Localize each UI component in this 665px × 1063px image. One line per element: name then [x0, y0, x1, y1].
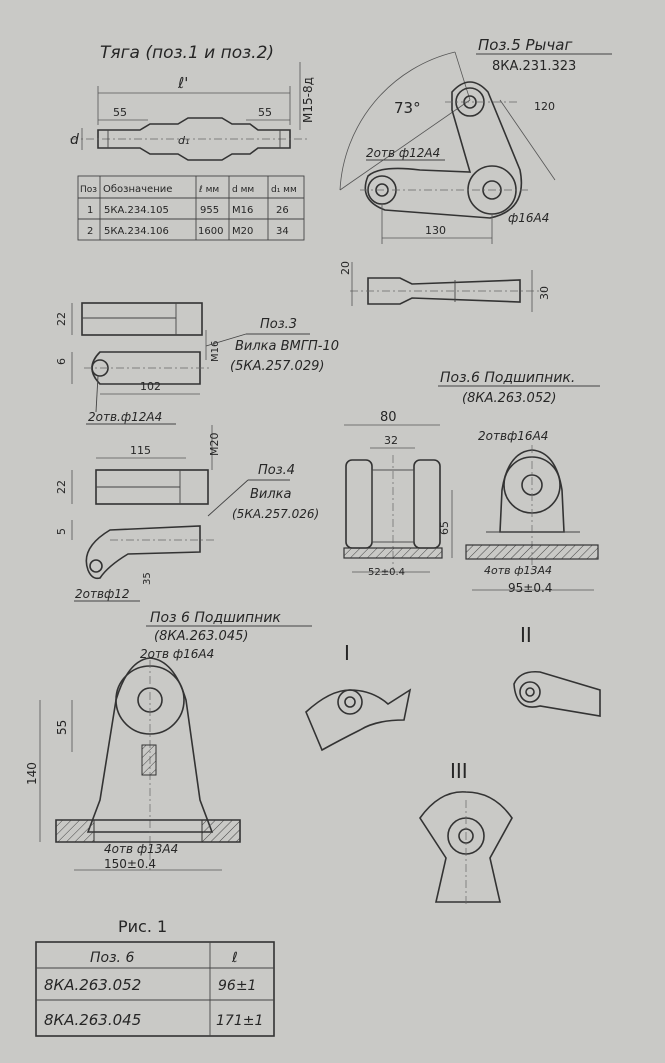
rod-table-header-l: ℓ мм	[198, 185, 219, 195]
fork3-title: Поз.3	[260, 317, 297, 332]
fork4-holes-label: 2отвф12	[75, 587, 130, 601]
fork4-dim-115: 115	[130, 444, 151, 457]
bearing2-dim-55: 55	[55, 720, 69, 735]
fork4-dim-5: 5	[55, 528, 68, 535]
fork4-code: (5КА.257.026)	[232, 507, 319, 521]
bearing1-dim-80: 80	[380, 410, 397, 425]
fork4-section: 115 М20 22 5 35 2отвф12 Поз.4 Вилка (5КА…	[55, 425, 319, 602]
rod-table-header-d1: d₁ мм	[271, 185, 297, 195]
view-label-ii: II	[520, 623, 532, 647]
rod-table-cell: 26	[276, 205, 289, 216]
bottom-table: Поз. 6 ℓ 8КА.263.052 96±1 8КА.263.045 17…	[35, 941, 275, 1037]
rod-table-cell: 34	[276, 226, 289, 237]
bearing1-dim-95: 95±0.4	[508, 581, 552, 595]
rod-table-header-d: d мм	[232, 185, 254, 195]
bearing2-dim-140: 140	[25, 762, 39, 785]
rod-table-cell: М16	[232, 205, 253, 216]
fork3-dim-22: 22	[55, 312, 68, 326]
rod-dim-d: d	[70, 132, 79, 148]
view-label-i: I	[344, 641, 350, 665]
rod-table-header-designation: Обозначение	[103, 184, 172, 195]
fork4-dim-35: 35	[142, 572, 153, 585]
bearing1-code: (8КА.263.052)	[462, 391, 556, 406]
bearing1-dim-32: 32	[384, 434, 398, 447]
fork3-code: (5КА.257.029)	[230, 359, 324, 374]
lever-hole16-label: ф16А4	[508, 211, 549, 225]
rod-dim-55-right: 55	[258, 106, 272, 119]
lever-title: Поз.5 Рычаг	[478, 36, 572, 54]
bottom-table-cell: 8КА.263.045	[44, 1011, 141, 1029]
lever-dim-120: 120	[534, 100, 555, 113]
bearing2-dim-150: 150±0.4	[104, 857, 156, 871]
rod-table-cell: 5КА.234.106	[104, 226, 169, 237]
fork3-section: 22 6 М16 102 2отв.ф12А4 Поз.3 Вилка ВМГП…	[55, 302, 339, 425]
rod-table-cell: 1	[87, 205, 93, 216]
fork4-dim-m20: М20	[208, 433, 221, 457]
lever-dim-20: 20	[339, 261, 352, 275]
bearing1-section: Поз.6 Подшипник. (8КА.263.052) 80 32 65 …	[343, 370, 600, 595]
fork4-name: Вилка	[250, 487, 292, 502]
lever-angle: 73°	[394, 99, 421, 117]
rod-dim-55-left: 55	[113, 106, 127, 119]
rod-table-cell: 2	[87, 226, 93, 237]
bottom-table-cell: 171±1	[216, 1013, 263, 1029]
rod-dim-d1: d₁	[178, 134, 189, 147]
bearing2-holes-top: 2отв ф16А4	[140, 647, 214, 661]
rod-table-cell: 955	[200, 205, 219, 216]
rod-table-cell: 5КА.234.105	[104, 205, 169, 216]
bearing2-holes-bottom: 4отв ф13А4	[104, 842, 178, 856]
view-label-iii: III	[450, 759, 468, 783]
bearing2-title: Поз 6 Подшипник	[150, 610, 281, 626]
lever-code: 8КА.231.323	[492, 59, 576, 74]
bearing1-dim-65: 65	[438, 521, 451, 535]
bearing2-code: (8КА.263.045)	[154, 629, 248, 644]
lever-holes-label: 2отв ф12А4	[366, 146, 440, 160]
bottom-table-cell: 8КА.263.052	[44, 976, 141, 994]
rod-title: Тяга (поз.1 и поз.2)	[100, 43, 274, 63]
lever-section: Поз.5 Рычаг 8КА.231.323 73° 120 2отв ф12…	[339, 36, 612, 312]
rod-length-dim: ℓ'	[177, 74, 188, 92]
rod-table-header-pos: Поз	[80, 185, 97, 195]
bearing1-holes-bottom: 4отв ф13А4	[484, 564, 552, 577]
bearing1-title: Поз.6 Подшипник.	[440, 370, 575, 386]
rod-table: Поз Обозначение ℓ мм d мм d₁ мм 1 5КА.23…	[77, 175, 305, 241]
bottom-table-header-pos: Поз. 6	[90, 950, 134, 966]
bottom-table-cell: 96±1	[218, 978, 256, 994]
bearing1-holes-top: 2отвф16А4	[478, 429, 548, 443]
fork3-dim-m16: М16	[210, 341, 221, 362]
detail-views: I II III	[305, 623, 601, 905]
figure-caption: Рис. 1	[118, 917, 167, 936]
fork4-dim-22: 22	[55, 480, 68, 494]
fork3-dim-102: 102	[140, 380, 161, 393]
bearing1-dim-52: 52±0.4	[368, 567, 405, 578]
fork3-dim-6: 6	[55, 358, 68, 365]
fork3-holes-label: 2отв.ф12А4	[88, 410, 162, 424]
fork3-name: Вилка ВМГП-10	[235, 339, 339, 354]
rod-dim-thread: M15-8д	[301, 77, 315, 123]
lever-dim-130: 130	[425, 224, 446, 237]
rod-table-cell: М20	[232, 226, 253, 237]
rod-table-cell: 1600	[198, 226, 223, 237]
fork4-title: Поз.4	[258, 463, 295, 478]
bottom-table-header-l: ℓ	[231, 950, 238, 966]
lever-dim-30: 30	[538, 286, 551, 300]
bearing2-section: Поз 6 Подшипник (8КА.263.045) 2отв ф16А4…	[25, 610, 312, 871]
rod-section: Тяга (поз.1 и поз.2) ℓ' 55 55 d₁ d M15-8…	[70, 43, 315, 241]
